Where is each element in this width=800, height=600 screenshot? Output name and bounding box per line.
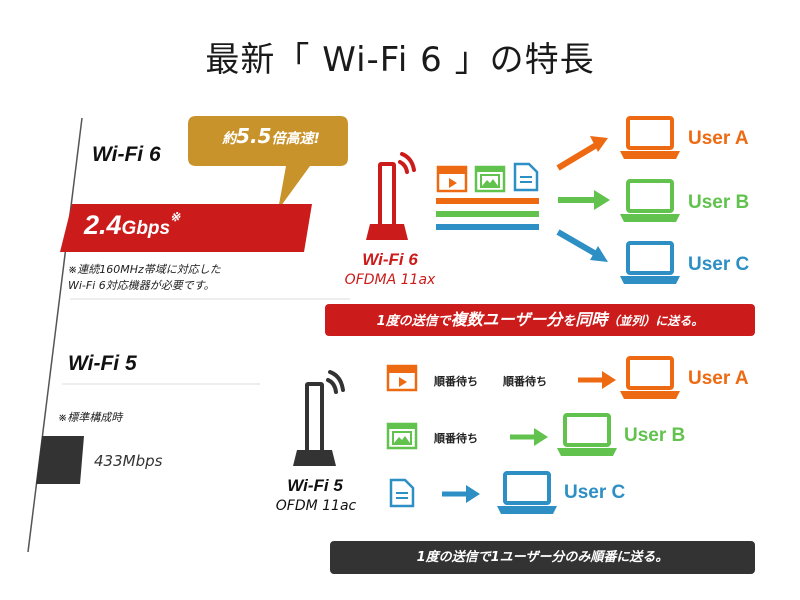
wifi5-speed-value: 433Mbps: [94, 452, 163, 470]
wifi5-speed-bar: [36, 436, 84, 484]
speed-callout-bubble: [188, 116, 348, 210]
document-icon: [389, 478, 415, 508]
arrow-to-user-c: [556, 229, 608, 262]
wifi6-arrows: [556, 136, 610, 262]
document-icon: [513, 162, 539, 192]
video-icon: [436, 165, 468, 193]
arrow-to-user-c-wifi5: [442, 485, 480, 503]
laptop-icon-user-b-wifi6: [620, 179, 680, 222]
wifi5-device-label: Wi-Fi 5: [287, 476, 343, 495]
image-icon: [474, 165, 506, 193]
waiting-label-3: 順番待ち: [434, 432, 478, 445]
image-icon: [386, 422, 418, 450]
laptop-icon-user-a-wifi6: [620, 116, 680, 159]
wifi5-speed-label: Wi-Fi 5: [68, 352, 137, 375]
laptop-icon-user-b-wifi5: [557, 413, 617, 456]
wifi5-banner-text: 1度の送信で1ユーザー分のみ順番に送る。: [416, 550, 669, 565]
wifi6-user-c-label: User C: [688, 254, 750, 275]
wifi5-device-sub: OFDM 11ac: [275, 498, 357, 514]
arrow-to-user-a-wifi5: [578, 371, 616, 389]
arrow-to-user-b-wifi5: [510, 428, 548, 446]
page-title: 最新「 Wi-Fi 6 」の特長: [205, 40, 595, 80]
wifi5-user-a-label: User A: [688, 368, 749, 389]
wifi6-device-label: Wi-Fi 6: [362, 250, 418, 269]
wifi6-user-a-label: User A: [688, 128, 749, 149]
arrow-to-user-a: [556, 136, 608, 171]
wifi5-user-c-label: User C: [564, 482, 626, 503]
laptop-icon-user-c-wifi6: [620, 241, 680, 284]
waiting-label-2: 順番待ち: [503, 375, 547, 388]
wifi6-banner-text: 1度の送信で複数ユーザー分を同時（並列）に送る。: [376, 310, 704, 329]
wifi5-banner: 1度の送信で1ユーザー分のみ順番に送る。: [330, 541, 755, 574]
video-icon: [386, 364, 418, 392]
waiting-label-1: 順番待ち: [434, 375, 478, 388]
wifi6-user-b-label: User B: [688, 192, 750, 213]
wifi6-parallel-streams: [436, 198, 539, 230]
wifi6-speed-value: 2.4Gbps※: [84, 210, 181, 240]
wifi6-device-sub: OFDMA 11ax: [344, 272, 436, 288]
wifi6-banner: 1度の送信で複数ユーザー分を同時（並列）に送る。: [325, 304, 755, 336]
speed-callout-text: 約5.5倍高速!: [222, 124, 320, 148]
laptop-icon-user-c-wifi5: [497, 471, 557, 514]
arrow-to-user-b: [558, 190, 610, 210]
laptop-icon-user-a-wifi5: [620, 356, 680, 399]
wifi6-speed-label: Wi-Fi 6: [92, 143, 161, 166]
wifi6-router-icon: [366, 152, 416, 240]
wifi5-router-icon: [293, 370, 345, 466]
wifi5-note: ※標準構成時: [58, 411, 123, 424]
wifi6-note: ※連続160MHz帯域に対応した Wi-Fi 6対応機器が必要です。: [68, 263, 221, 292]
wifi5-user-b-label: User B: [624, 425, 686, 446]
wifi6-speed-bar: [60, 204, 312, 252]
